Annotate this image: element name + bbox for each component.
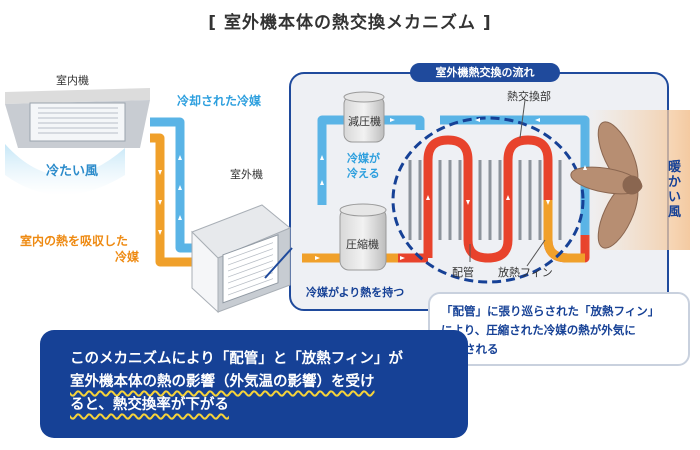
fan xyxy=(570,121,643,249)
pipe-arrows-box xyxy=(315,118,587,260)
flow-box-title: 室外機熱交換の流れ xyxy=(410,63,560,82)
pointer-line xyxy=(264,247,293,279)
outdoor-unit xyxy=(191,204,291,314)
fin-label: 放熱フィン xyxy=(498,266,553,279)
cooled-refrigerant-label: 冷却された冷媒 xyxy=(177,94,262,108)
page-title: [ 室外機本体の熱交換メカニズム ] xyxy=(208,13,492,33)
callout-right-line1: 「配管」に張り巡らされた「放熱フィン」 xyxy=(441,304,660,318)
cool-air-plume xyxy=(5,144,125,195)
heat-exchanger-label: 熱交換部 xyxy=(507,90,551,103)
absorbed-heat-label-line2: 冷媒 xyxy=(115,250,140,264)
callout-right-line3: 放出される xyxy=(441,342,499,356)
expansion-valve-label: 減圧機 xyxy=(348,115,381,128)
pipe-label: 配管 xyxy=(452,266,474,279)
expansion-valve xyxy=(343,91,385,143)
serpentine-pipe xyxy=(423,135,590,263)
cool-air-label: 冷たい風 xyxy=(46,164,99,179)
callout-left-line3: ると、熱交換率が下がる xyxy=(70,397,229,413)
callout-left-box xyxy=(40,330,468,438)
callout-left-text: このメカニズムにより「配管」と「放熱フィン」が 室外機本体の熱の影響（外気温の影… xyxy=(70,348,450,417)
absorbed-heat-label-line1: 室内の熱を吸収した xyxy=(20,234,129,248)
callout-left-line2: 室外機本体の熱の影響（外気温の影響）を受け xyxy=(70,374,375,390)
highlight-circle xyxy=(391,116,585,284)
refrigerant-cooled-line2: 冷える xyxy=(347,167,380,180)
refrigerant-cooled-line1: 冷媒が xyxy=(347,152,380,165)
compressor-label: 圧縮機 xyxy=(346,238,379,251)
callout-right-text: 「配管」に張り巡らされた「放熱フィン」 により、圧縮された冷媒の熱が外気に 放出… xyxy=(441,302,681,359)
warm-air-label: 暖かい風 xyxy=(668,160,682,220)
callout-left-line1: このメカニズムにより「配管」と「放熱フィン」が xyxy=(70,351,403,367)
indoor-unit xyxy=(5,88,150,195)
compressor xyxy=(339,203,387,271)
outdoor-unit-label: 室外機 xyxy=(230,168,263,181)
callout-right-line2: により、圧縮された冷媒の熱が外気に xyxy=(441,323,636,337)
callout-right-box xyxy=(428,292,690,366)
pipe-arrows-left xyxy=(158,155,182,235)
indoor-unit-label: 室内機 xyxy=(56,74,89,87)
refrigerant-heat-label: 冷媒がより熱を持つ xyxy=(306,286,405,299)
